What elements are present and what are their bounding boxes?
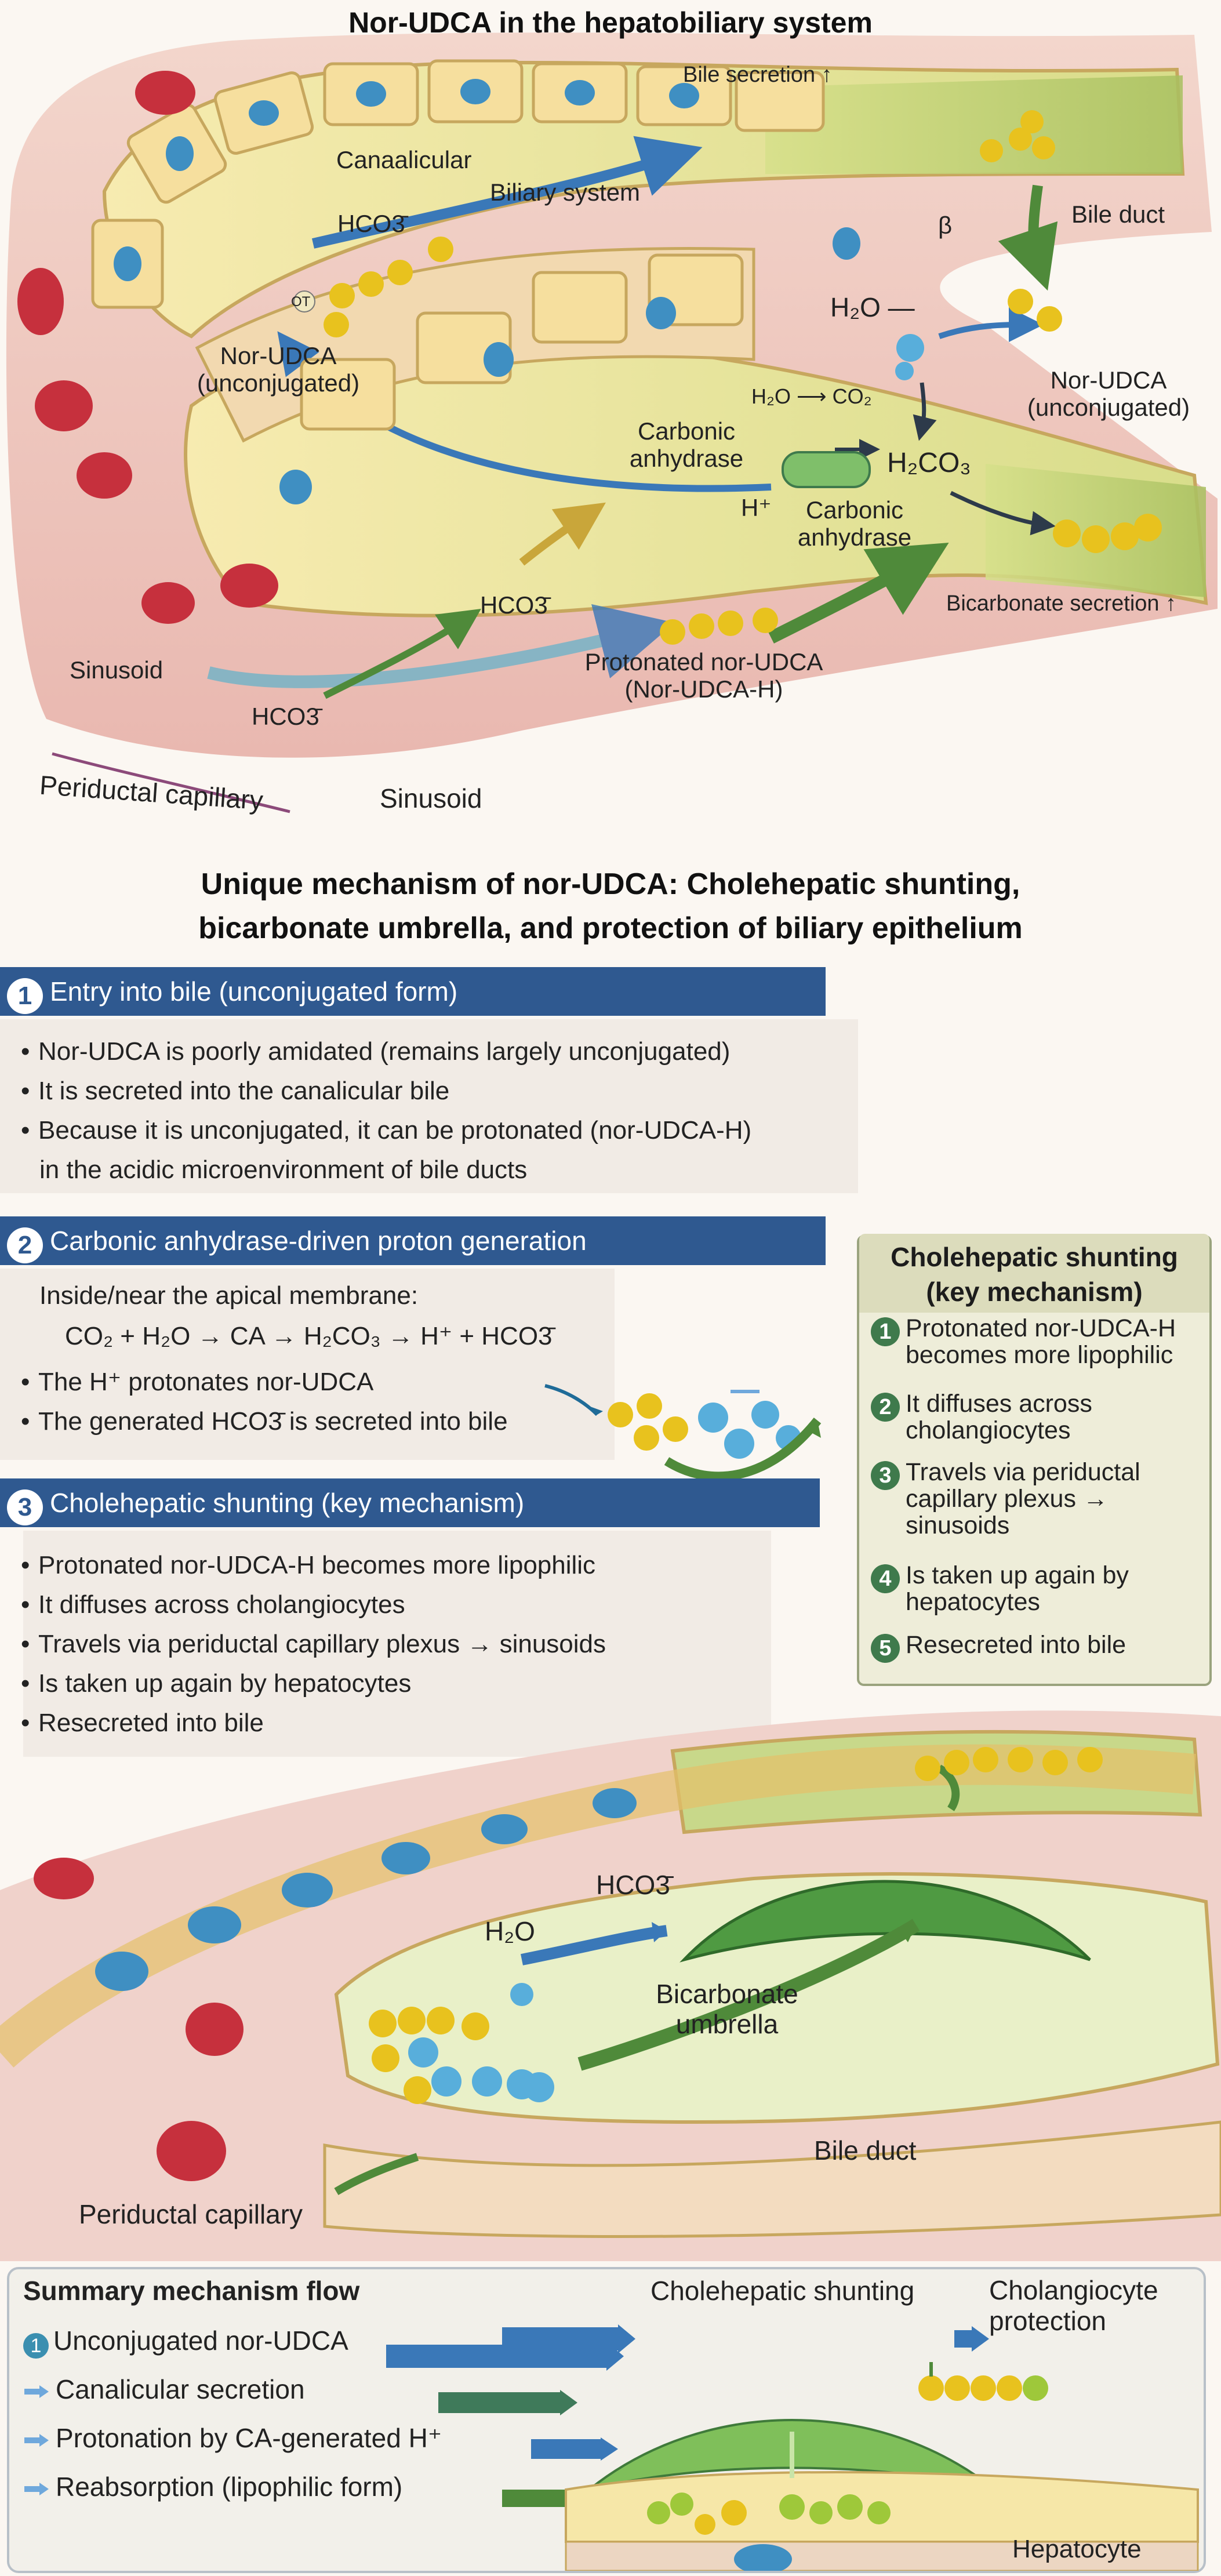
section-3-bullet: Travels via periductal capillary plexus … bbox=[21, 1625, 606, 1664]
hco3-label-mid: HCO3̄ bbox=[480, 591, 548, 619]
section-3-bullet: Is taken up again by hepatocytes bbox=[21, 1664, 606, 1703]
arrow-right-icon bbox=[24, 2433, 49, 2447]
umbrella-hco3-label: HCO3̄ bbox=[596, 1870, 670, 1900]
section-1-bullet: Nor-UDCA is poorly amidated (remains lar… bbox=[21, 1032, 751, 1071]
section-3-bullet: Protonated nor-UDCA-H becomes more lipop… bbox=[21, 1546, 606, 1585]
beta-label: β bbox=[938, 212, 953, 239]
umbrella-bile-duct-label: Bile duct bbox=[814, 2135, 917, 2166]
section-3-number: 3 bbox=[7, 1489, 43, 1525]
section-2-title: Carbonic anhydrase-driven proton generat… bbox=[50, 1226, 587, 1256]
hco3-label-top: HCO3̄ bbox=[337, 210, 405, 237]
bile-secretion-label: Bile secretion ↑ bbox=[683, 63, 833, 87]
subtitle-line-1: Unique mechanism of nor-UDCA: Cholehepat… bbox=[201, 867, 1020, 901]
summary-step: Protonation by CA-generated H⁺ bbox=[23, 2422, 442, 2454]
section-3-bullets: Protonated nor-UDCA-H becomes more lipop… bbox=[21, 1546, 606, 1743]
summary-box: Summary mechanism flow Cholehepatic shun… bbox=[7, 2267, 1206, 2573]
bile-duct-label-top: Bile duct bbox=[1071, 201, 1165, 228]
summary-step: Reabsorption (lipophilic form) bbox=[23, 2471, 402, 2502]
section-1-number: 1 bbox=[7, 978, 43, 1014]
main-title: Nor-UDCA in the hepatobiliary system bbox=[348, 6, 873, 39]
section-2-bullet: The H⁺ protonates nor-UDCA bbox=[21, 1363, 508, 1402]
summary-cholehepatic-shunting: Cholehepatic shunting bbox=[651, 2276, 915, 2306]
hepatobiliary-illustration bbox=[6, 32, 1218, 813]
section-1-bullet: Because it is unconjugated, it can be pr… bbox=[21, 1111, 751, 1150]
arrow-right-icon bbox=[24, 2482, 49, 2495]
summary-hepatocyte-label: Hepatocyte bbox=[1012, 2535, 1142, 2563]
summary-step-number: 1 bbox=[23, 2333, 49, 2359]
summary-title: Summary mechanism flow bbox=[23, 2276, 360, 2306]
proton-generation-illustration bbox=[544, 1384, 822, 1481]
section-1-bullet: It is secreted into the canalicular bile bbox=[21, 1071, 751, 1111]
section-2-bullet: The generated HCO3̄ is secreted into bil… bbox=[21, 1402, 508, 1441]
section-3-title: Cholehepatic shunting (key mechanism) bbox=[50, 1488, 525, 1518]
section-1-continuation: in the acidic microenvironment of bile d… bbox=[39, 1156, 528, 1184]
ot-label: OT bbox=[291, 294, 311, 310]
subtitle-line-2: bicarbonate umbrella, and protection of … bbox=[198, 911, 1023, 945]
carbonic-anhydrase-left-label: Carbonic anhydrase bbox=[629, 417, 744, 473]
section-2-equation: CO₂ + H₂O → CA → H₂CO₃ → H⁺ + HCO3̄ bbox=[65, 1322, 553, 1350]
bicarbonate-umbrella-label: Bicarbonate umbrella bbox=[656, 1979, 798, 2039]
sinusoid-left-label: Sinusoid bbox=[70, 656, 163, 684]
umbrella-periductal-capillary-label: Periductal capillary bbox=[79, 2199, 303, 2229]
key-box-title: Cholehepatic shunting (key mechanism) bbox=[859, 1234, 1209, 1313]
h2o-co2-label: H₂O ⟶ CO₂ bbox=[751, 384, 872, 408]
section-3-bullet: It diffuses across cholangiocytes bbox=[21, 1585, 606, 1625]
protonated-nor-udca-label: Protonated nor-UDCA (Nor-UDCA-H) bbox=[584, 648, 823, 703]
bicarbonate-secretion-label: Bicarbonate secretion ↑ bbox=[946, 591, 1177, 616]
section-2-bullets: The H⁺ protonates nor-UDCA The generated… bbox=[21, 1363, 508, 1441]
hco3-label-bottom: HCO3̄ bbox=[252, 703, 319, 730]
carbonic-anhydrase-right-label: Carbonic anhydrase bbox=[797, 496, 912, 551]
nor-udca-right-label: Nor-UDCA (unconjugated) bbox=[1027, 366, 1190, 422]
summary-step: Canalicular secretion bbox=[23, 2374, 305, 2405]
bicarbonate-umbrella-illustration bbox=[0, 1710, 1221, 2261]
canaalicular-label: Canaalicular bbox=[336, 146, 472, 173]
umbrella-h2o-label: H₂O bbox=[485, 1916, 535, 1946]
h2o-label-top: H₂O — bbox=[830, 292, 915, 322]
section-3-bullet: Resecreted into bile bbox=[21, 1703, 606, 1743]
h2co3-label: H₂CO₃ bbox=[887, 448, 971, 478]
section-2-intro: Inside/near the apical membrane: bbox=[39, 1281, 419, 1310]
summary-illustration bbox=[386, 2324, 1199, 2571]
arrow-right-icon bbox=[24, 2385, 49, 2398]
summary-cholangiocyte-protection: Cholangiocyte protection bbox=[989, 2275, 1158, 2336]
h-plus-label: H⁺ bbox=[741, 494, 772, 521]
nor-udca-left-label: Nor-UDCA (unconjugated) bbox=[197, 342, 360, 397]
section-2-number: 2 bbox=[7, 1227, 43, 1263]
section-1-bullets: Nor-UDCA is poorly amidated (remains lar… bbox=[21, 1032, 751, 1150]
section-1-title: Entry into bile (unconjugated form) bbox=[50, 976, 458, 1007]
biliary-system-label: Biliary system bbox=[490, 179, 641, 206]
sinusoid-bottom-label: Sinusoid bbox=[380, 783, 482, 813]
